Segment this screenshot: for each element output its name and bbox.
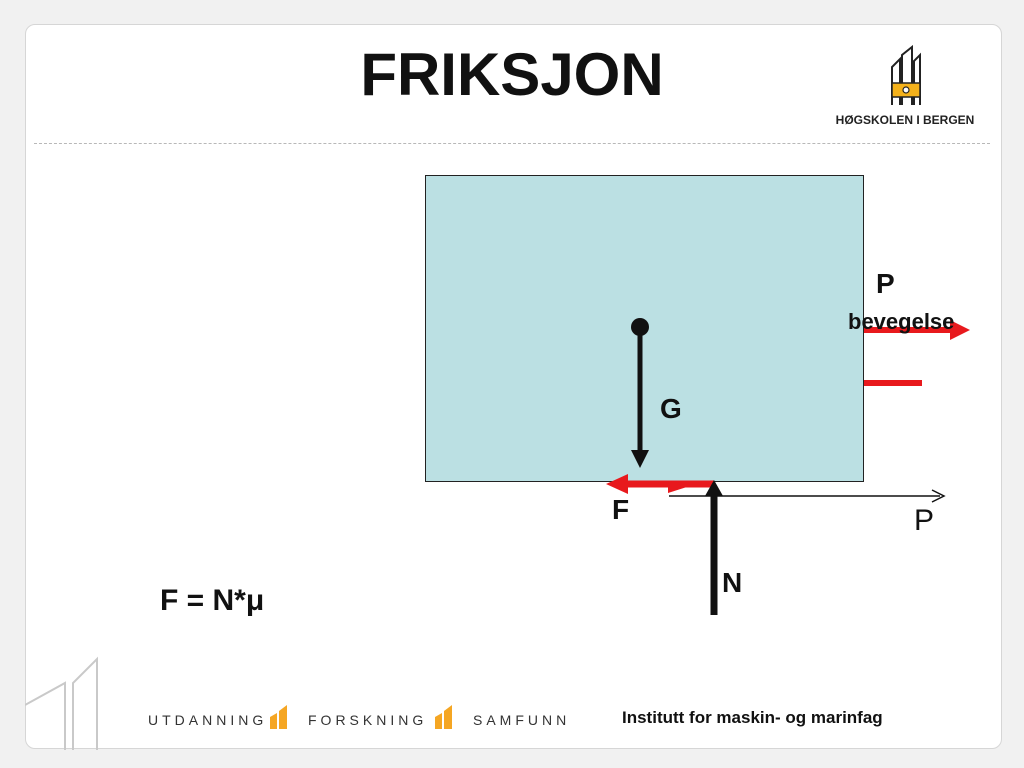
friction-arrow [606,474,714,494]
label-bevegelse: bevegelse [848,309,955,334]
slide-title: FRIKSJON [360,41,664,108]
label-f: F [612,494,630,525]
orange-bars-icon [435,705,452,729]
footer-tagline: UTDANNING FORSKNING SAMFUNN [148,705,618,734]
decorative-outline-icon [25,656,98,750]
institute-name: Institutt for maskin- og marinfag [622,708,883,727]
applied-force-arrow [864,320,970,340]
hib-logo-icon [891,45,921,105]
friction-formula: F = N*μ [160,584,265,617]
label-g: G [660,393,682,424]
footer-word-forskning: FORSKNING [308,712,428,728]
footer-word-samfunn: SAMFUNN [473,712,571,728]
footer-word-utdanning: UTDANNING [148,712,268,728]
normal-force-arrow [705,480,723,615]
label-p-top: P [876,268,895,299]
orange-bars-icon [270,705,287,729]
weight-arrow [631,318,649,468]
title-divider [34,143,990,144]
label-p-axis: P [914,504,935,537]
label-n: N [722,567,743,598]
logo-wordmark: HØGSKOLEN I BERGEN [835,113,975,127]
